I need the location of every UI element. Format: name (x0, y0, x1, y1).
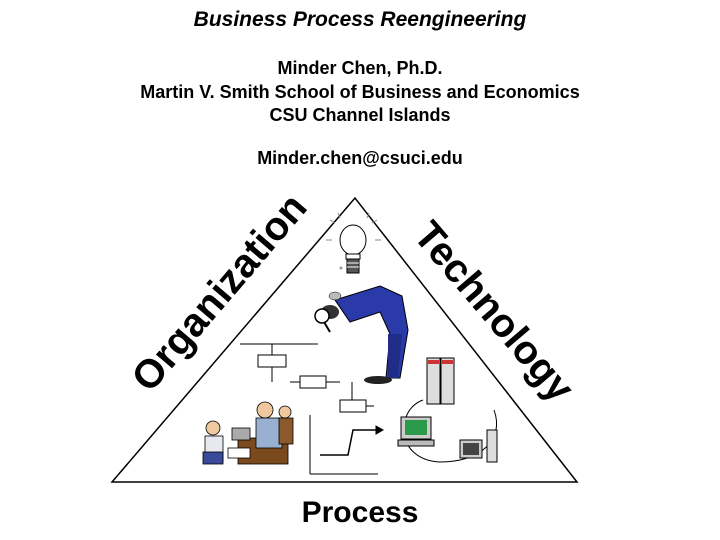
author-name: Minder Chen, Ph.D. (277, 58, 443, 78)
lightbulb-icon (326, 212, 381, 274)
process-chart-icon (309, 415, 385, 475)
author-email: Minder.chen@csuci.edu (257, 148, 463, 168)
flowchart-icon (240, 343, 374, 413)
organization-label: Organization (123, 185, 315, 399)
school-name: Martin V. Smith School of Business and E… (140, 82, 580, 102)
computer-network-icon (397, 357, 498, 463)
triangle-outline (110, 196, 579, 483)
person-with-magnifier-icon (314, 285, 409, 384)
slide-title: Business Process Reengineering (193, 8, 527, 31)
meeting-people-icon (202, 401, 294, 465)
process-label: Process (301, 496, 419, 529)
campus-name: CSU Channel Islands (269, 105, 451, 125)
